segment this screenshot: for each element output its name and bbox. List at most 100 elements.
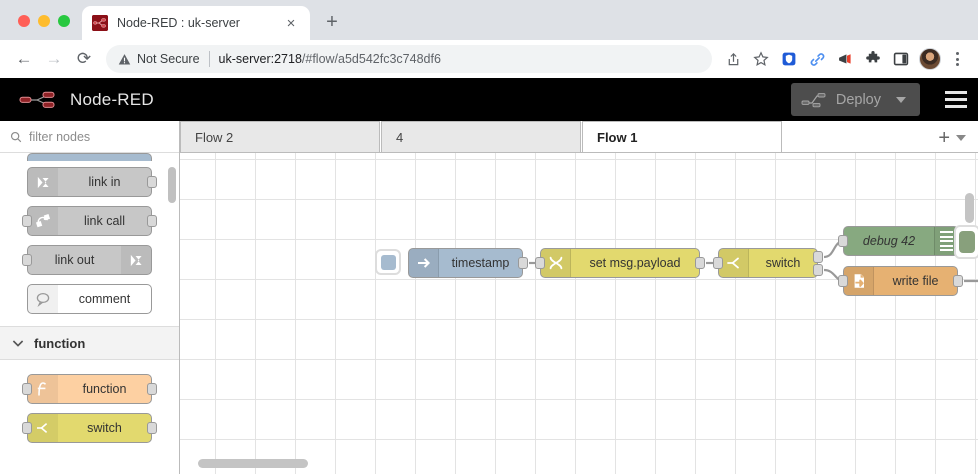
flow-tab-flow-1[interactable]: Flow 1 [582,121,782,152]
reload-button[interactable]: ⟳ [76,49,92,68]
palette-filter[interactable]: filter nodes [0,121,179,153]
header-actions: Deploy [790,78,978,121]
palette-node-link-out[interactable]: link out [22,245,152,275]
flow-tab-list-caret-icon[interactable] [956,135,966,141]
url-host: uk-server:2718 [218,52,302,66]
flow-canvas-grid[interactable]: timestamp set msg.payload [180,153,978,474]
flow-node-write-file[interactable]: write file [838,266,963,296]
palette-node-label: link in [88,175,121,189]
canvas-vertical-scrollbar[interactable] [965,193,974,223]
workspace: filter nodes link in [0,121,978,474]
node-output-port[interactable] [518,257,528,269]
main-menu-button[interactable] [934,78,978,121]
flow-node-inject-timestamp[interactable]: timestamp [408,248,528,278]
flow-node-change-set-payload[interactable]: set msg.payload [535,248,705,278]
palette-node-label: comment [78,292,131,306]
node-output-port-2[interactable] [813,264,823,276]
browser-menu-icon[interactable] [946,48,968,70]
back-button[interactable]: ← [15,49,33,68]
palette-node-link-call[interactable]: link call [22,206,157,236]
link-call-icon [28,207,58,235]
node-input-port[interactable] [22,254,32,266]
chevron-down-icon [12,339,24,347]
minimize-window-button[interactable] [38,15,50,27]
node-palette: filter nodes link in [0,121,180,474]
palette-scrollbar[interactable] [168,167,176,203]
node-input-port[interactable] [838,275,848,287]
node-output-port[interactable] [147,383,157,395]
node-input-port[interactable] [535,257,545,269]
shield-extension-icon[interactable] [776,46,802,72]
node-output-port[interactable] [147,176,157,188]
palette-node-comment[interactable]: comment [27,284,152,314]
nodered-logo-icon [19,91,55,108]
node-output-port[interactable] [953,275,963,287]
inject-trigger-button[interactable] [375,249,401,275]
canvas-horizontal-scrollbar[interactable] [198,459,308,468]
palette-node-switch[interactable]: switch [22,413,157,443]
palette-partial-node-top [0,153,179,161]
filter-nodes-input[interactable]: filter nodes [29,129,91,144]
maximize-window-button[interactable] [58,15,70,27]
node-output-port-1[interactable] [813,251,823,263]
node-input-port[interactable] [22,383,32,395]
nodered-header: Node-RED Deploy [0,78,978,121]
deploy-dropdown-caret-icon[interactable] [896,96,906,103]
node-input-port[interactable] [22,422,32,434]
palette-category-function[interactable]: function [0,326,179,360]
palette-node-partial[interactable] [27,153,152,161]
browser-tab-title: Node-RED : uk-server [117,16,240,30]
palette-node-link-in[interactable]: link in [27,167,157,197]
palette-node-function[interactable]: function [22,374,157,404]
node-input-port[interactable] [838,235,848,247]
debug-enable-button[interactable] [954,225,978,259]
flow-node-label: timestamp [451,256,510,270]
node-output-port[interactable] [147,422,157,434]
function-icon [28,375,58,403]
address-bar[interactable]: Not Secure uk-server:2718/#flow/a5d542fc… [106,45,712,73]
puzzle-extensions-icon[interactable] [860,46,886,72]
nodered-logo: Node-RED [18,89,154,111]
browser-tabstrip: Node-RED : uk-server × + [0,0,978,40]
new-tab-button[interactable]: + [326,10,338,33]
megaphone-extension-icon[interactable] [832,46,858,72]
node-output-port[interactable] [695,257,705,269]
flow-tab-label: 4 [396,129,404,145]
flow-node-label: set msg.payload [589,256,681,270]
close-tab-button[interactable]: × [286,14,296,32]
search-icon [10,131,22,142]
flow-node-debug-42[interactable]: debug 42 [838,225,978,259]
deploy-icon [801,92,826,107]
flow-tab-flow-2[interactable]: Flow 2 [180,121,380,152]
switch-icon [28,414,58,442]
security-status-label: Not Secure [137,52,200,66]
profile-avatar[interactable] [919,48,941,70]
bookmark-star-icon[interactable] [748,46,774,72]
flow-tab-4[interactable]: 4 [381,121,581,152]
switch-icon [719,249,749,277]
share-icon[interactable] [720,46,746,72]
flow-node-switch[interactable]: switch [713,248,823,278]
flow-canvas-area: Flow 2 4 Flow 1 + [180,121,978,474]
node-input-port[interactable] [22,215,32,227]
address-bar-url: uk-server:2718/#flow/a5d542fc3c748df6 [219,52,441,66]
browser-chrome: Node-RED : uk-server × + ← → ⟳ Not Secur… [0,0,978,78]
url-path: /#flow/a5d542fc3c748df6 [301,52,441,66]
node-input-port[interactable] [713,257,723,269]
close-window-button[interactable] [18,15,30,27]
nodered-favicon [92,15,108,31]
forward-button: → [45,49,63,68]
palette-node-label: function [82,382,127,396]
deploy-button[interactable]: Deploy [790,83,920,116]
inject-arrow-icon [409,249,439,277]
flow-tab-label: Flow 2 [195,129,234,145]
browser-tab[interactable]: Node-RED : uk-server × [82,6,310,40]
link-extension-icon[interactable] [804,46,830,72]
palette-node-label: switch [87,421,122,435]
flow-tab-bar: Flow 2 4 Flow 1 + [180,121,978,153]
add-flow-button[interactable]: + [938,127,950,149]
flow-node-label: debug 42 [862,234,916,248]
browser-toolbar: ← → ⟳ Not Secure uk-server:2718/#flow/a5… [0,40,978,78]
sidebar-panel-icon[interactable] [888,46,914,72]
node-output-port[interactable] [147,215,157,227]
